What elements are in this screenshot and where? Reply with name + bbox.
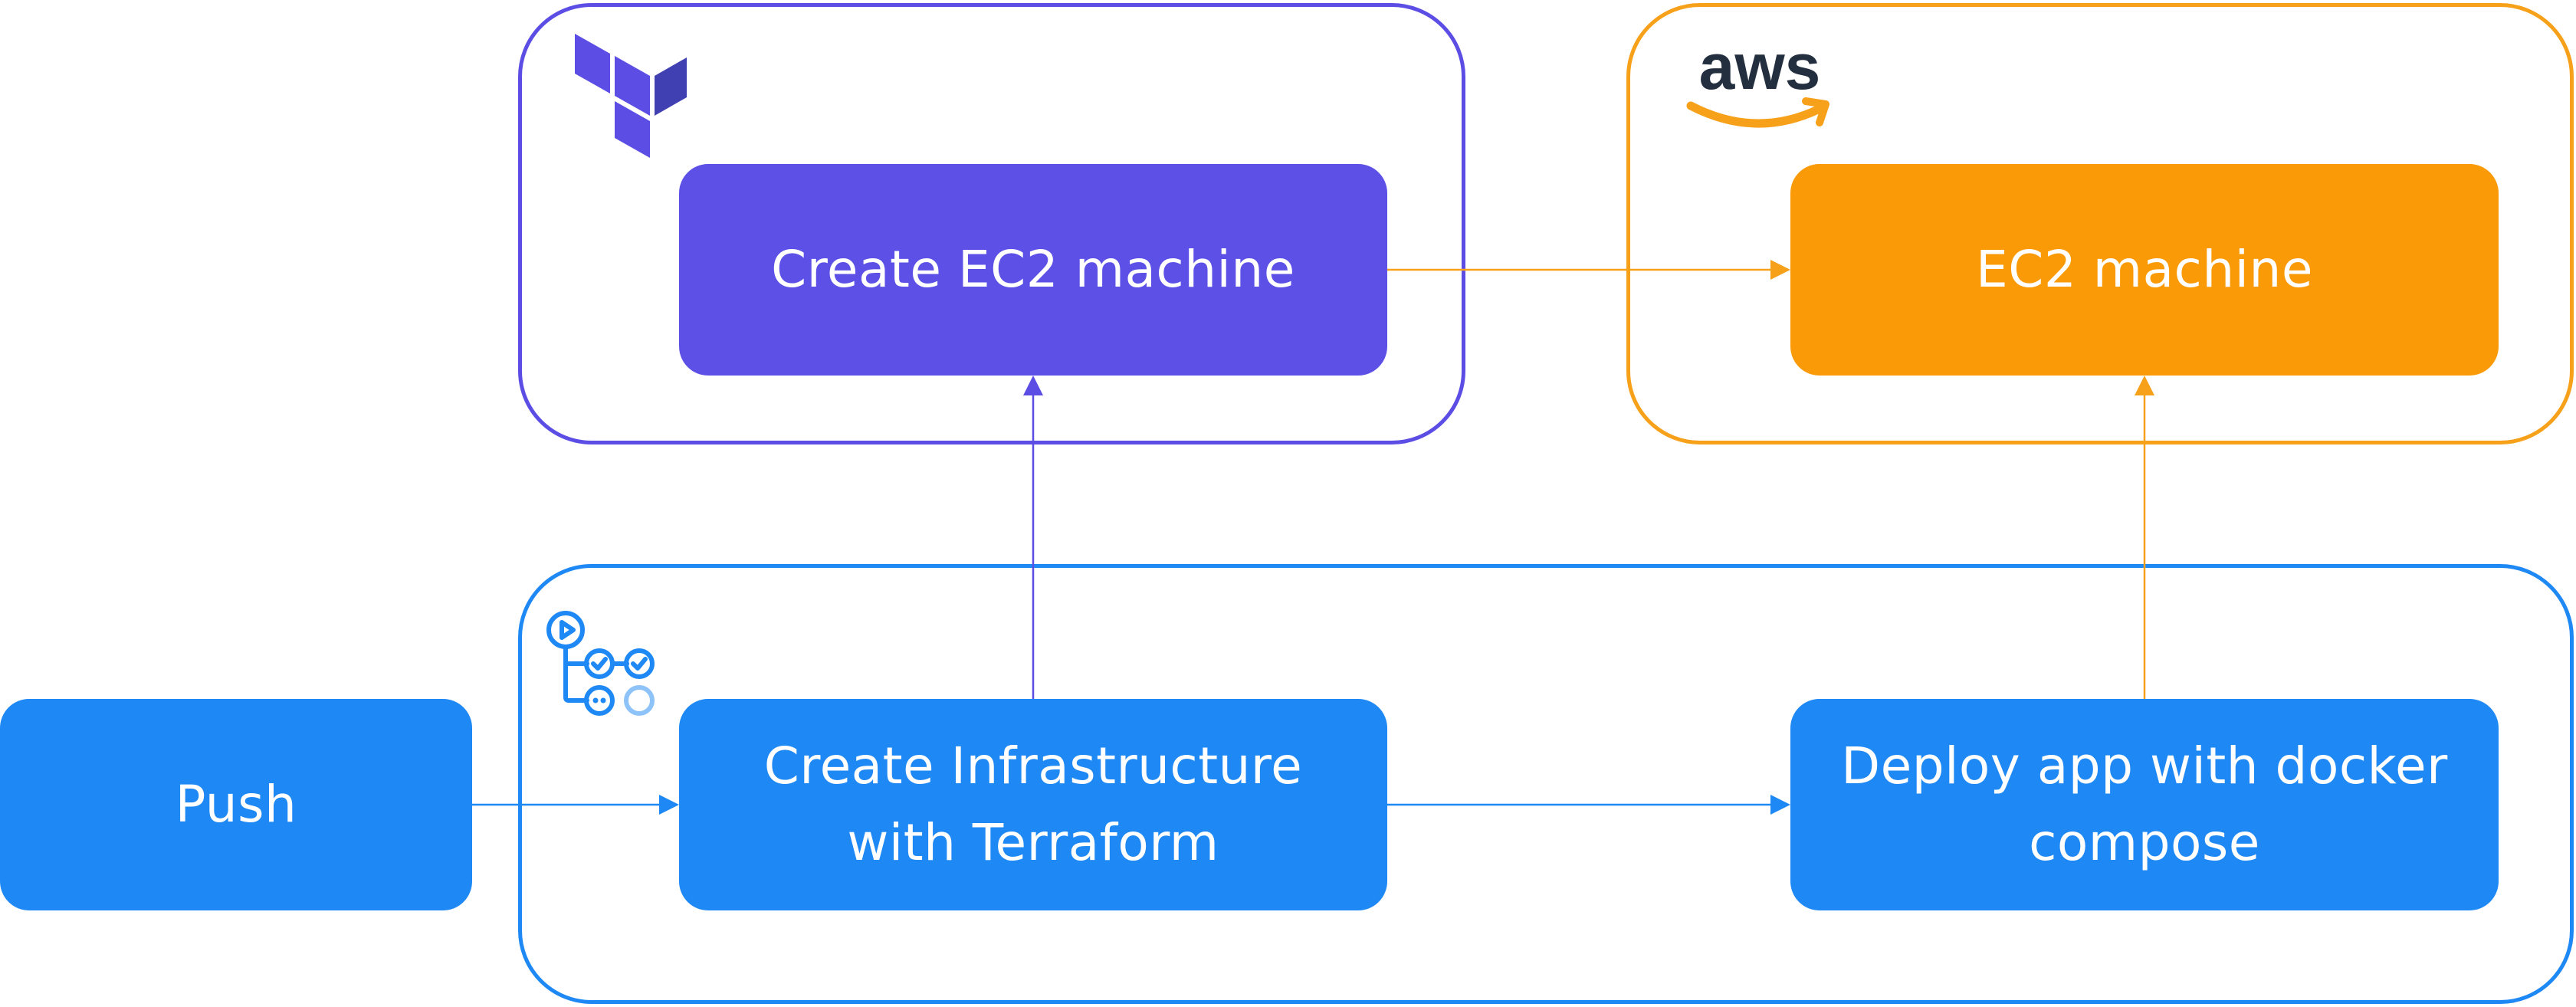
github-actions-workflow-icon — [546, 611, 655, 716]
terraform-group — [518, 3, 1465, 444]
edge-create-infra-to-create-ec2 — [1023, 376, 1043, 699]
terraform-logo-icon — [575, 34, 687, 158]
arrowhead — [659, 795, 679, 815]
aws-group — [1626, 3, 2574, 444]
edge-push-to-create-infra — [472, 795, 679, 815]
deploy-app-node: Deploy app with docker compose — [1790, 699, 2499, 910]
create-ec2-machine-node: Create EC2 machine — [679, 164, 1387, 376]
arrowhead — [1770, 795, 1790, 815]
aws-logo-icon: aws — [1686, 38, 1829, 128]
edge-create-infra-to-deploy — [1387, 795, 1790, 815]
arrowhead — [1023, 376, 1043, 395]
push-node: Push — [0, 699, 472, 910]
edge-deploy-to-ec2 — [2135, 376, 2154, 699]
github-actions-group — [518, 564, 2574, 1004]
aws-logo-text: aws — [1699, 38, 1821, 103]
ec2-machine-node: EC2 machine — [1790, 164, 2499, 376]
create-infrastructure-node: Create Infrastructure with Terraform — [679, 699, 1387, 910]
edge-create-ec2-to-ec2 — [1387, 260, 1790, 280]
arrowhead — [1770, 260, 1790, 280]
arrowhead — [2135, 376, 2154, 395]
